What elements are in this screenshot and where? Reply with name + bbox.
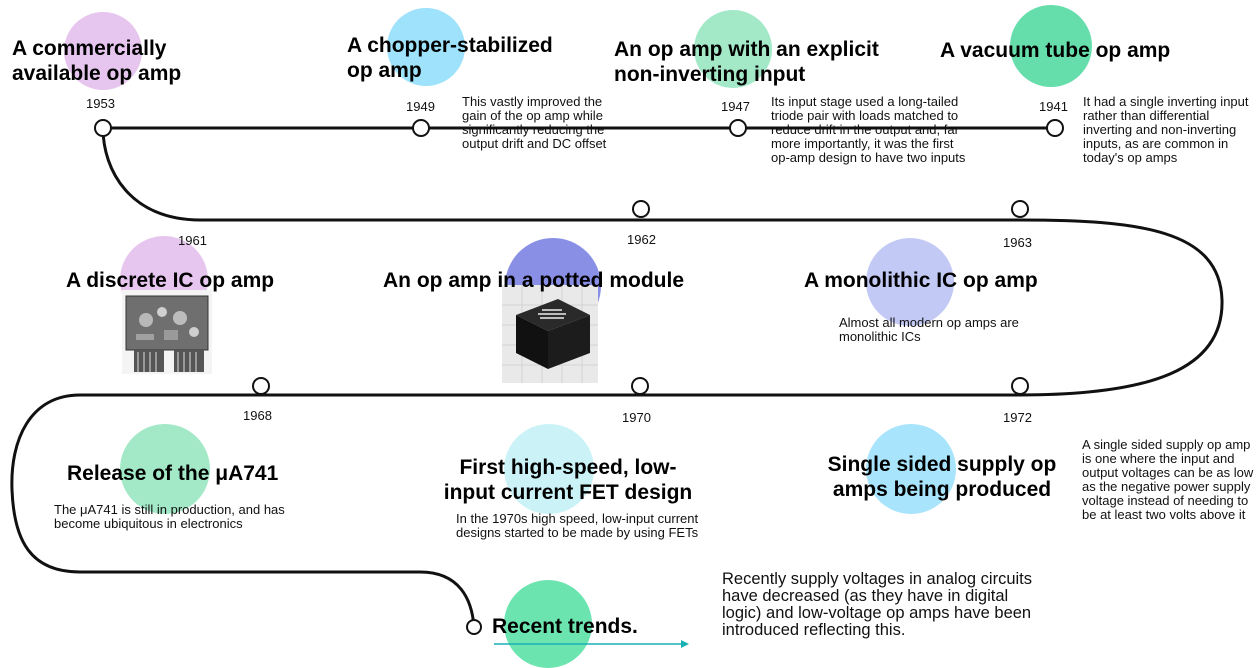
- bg-circle-1949: [387, 8, 465, 86]
- event-year-1941: 1941: [1039, 99, 1068, 114]
- event-title-1970: First high-speed, low-input current FET …: [443, 456, 693, 504]
- event-desc-1968: The μA741 is still in production, and ha…: [54, 502, 285, 531]
- event-title-1953: A commercially available op amp: [12, 37, 182, 85]
- bg-circle-recent: [504, 580, 592, 668]
- event-year-1968: 1968: [243, 408, 272, 423]
- timeline-node-1953: [94, 119, 112, 137]
- timeline-node-1962: [632, 200, 650, 218]
- event-desc-1941: It had a single inverting input rather t…: [1083, 94, 1249, 165]
- timeline-node-1968: [252, 377, 270, 395]
- timeline-node-1941: [1046, 119, 1064, 137]
- event-desc-1972: A single sided supply op amp is one wher…: [1082, 437, 1254, 522]
- timeline-node-1970: [631, 377, 649, 395]
- bg-circle-1947: [694, 10, 772, 88]
- event-year-1970: 1970: [622, 410, 651, 425]
- event-title-1961: A discrete IC op amp: [66, 269, 275, 292]
- event-desc-1949: This vastly improved the gain of the op …: [462, 94, 607, 151]
- discrete-ic-photo: [122, 290, 212, 374]
- timeline-node-recent: [466, 619, 482, 635]
- event-year-1972: 1972: [1003, 410, 1032, 425]
- event-year-1949: 1949: [406, 99, 435, 114]
- event-title-1949: A chopper-stabilized op amp: [347, 34, 553, 82]
- event-year-1961: 1961: [178, 233, 207, 248]
- bg-circle-1963: [866, 238, 954, 326]
- timeline-path-curve-1: [101, 127, 1224, 397]
- bg-circle-1970: [504, 424, 594, 514]
- event-desc-1963: Almost all modern op amps are monolithic…: [839, 315, 1019, 344]
- event-year-1962: 1962: [627, 232, 656, 247]
- event-title-1941: A vacuum tube op amp: [940, 39, 1171, 62]
- arrow-icon: [494, 640, 689, 648]
- bg-circle-1968: [120, 424, 210, 514]
- timeline-path-curve-2: [10, 393, 476, 628]
- event-title-1968: Release of the μA741: [67, 462, 279, 485]
- timeline-node-1949: [412, 119, 430, 137]
- event-desc-1947: Its input stage used a long-tailed triod…: [771, 94, 966, 165]
- recent-trends-title: Recent trends.: [492, 615, 638, 638]
- event-title-1947: An op amp with an explicit non-inverting…: [614, 38, 879, 86]
- potted-module-photo: [502, 285, 598, 383]
- bg-circle-1941: [1010, 5, 1092, 87]
- timeline-node-1947: [729, 119, 747, 137]
- recent-trends-desc: Recently supply voltages in analog circu…: [722, 570, 1032, 639]
- event-year-1953: 1953: [86, 96, 115, 111]
- event-title-1972: Single sided supply op amps being produc…: [827, 453, 1057, 501]
- bg-circle-1953: [64, 12, 142, 90]
- event-year-1947: 1947: [721, 99, 750, 114]
- bg-circle-1972: [866, 424, 956, 514]
- event-title-1963: A monolithic IC op amp: [804, 269, 1038, 292]
- event-desc-1970: In the 1970s high speed, low-input curre…: [456, 511, 699, 540]
- event-year-1963: 1963: [1003, 235, 1032, 250]
- timeline-node-1972: [1011, 377, 1029, 395]
- event-title-1962: An op amp in a potted module: [383, 269, 684, 292]
- timeline-node-1963: [1011, 200, 1029, 218]
